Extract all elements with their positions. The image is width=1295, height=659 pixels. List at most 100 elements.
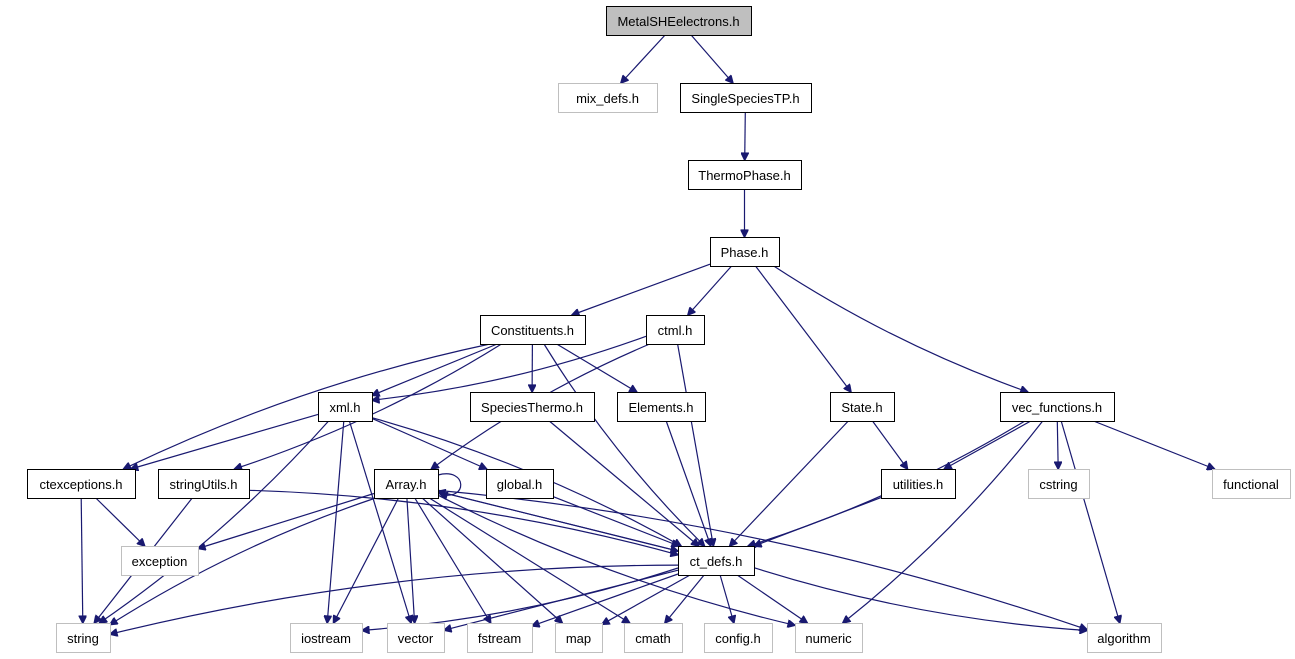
- node-label: Phase.h: [721, 245, 769, 260]
- edge-ct_defs-to-Array: [438, 491, 679, 552]
- node-box: [374, 469, 439, 499]
- node-ctml[interactable]: ctml.h: [646, 315, 705, 345]
- node-label: config.h: [715, 631, 761, 646]
- edge-Array-to-Array: [437, 473, 462, 495]
- edge-ctexceptions-to-string: [81, 497, 83, 623]
- edge-Array-to-numeric: [437, 494, 795, 625]
- edge-MetalSHEelectrons-to-SingleSpeciesTP: [690, 34, 733, 83]
- node-SpeciesThermo[interactable]: SpeciesThermo.h: [470, 392, 595, 422]
- node-algorithm: algorithm: [1087, 623, 1162, 653]
- node-box: [56, 623, 111, 653]
- node-box: [710, 237, 780, 267]
- node-Phase[interactable]: Phase.h: [710, 237, 780, 267]
- node-box: [121, 546, 199, 576]
- node-label: global.h: [497, 477, 543, 492]
- node-box: [290, 623, 363, 653]
- edge-ct_defs-to-numeric: [736, 574, 807, 623]
- node-ThermoPhase[interactable]: ThermoPhase.h: [688, 160, 802, 190]
- node-box: [704, 623, 773, 653]
- node-MetalSHEelectrons[interactable]: MetalSHEelectrons.h: [606, 6, 752, 36]
- node-State[interactable]: State.h: [830, 392, 895, 422]
- node-label: Elements.h: [628, 400, 693, 415]
- edge-SingleSpeciesTP-to-ThermoPhase: [745, 111, 746, 160]
- edge-vec_functions-to-utilities: [944, 420, 1032, 469]
- edge-ctexceptions-to-exception: [95, 497, 145, 546]
- node-ct_defs[interactable]: ct_defs.h: [678, 546, 755, 576]
- edge-Array-to-cmath: [428, 497, 629, 623]
- edge-ctml-to-ct_defs: [677, 343, 714, 546]
- node-label: map: [566, 631, 591, 646]
- node-label: SpeciesThermo.h: [481, 400, 583, 415]
- node-Array[interactable]: Array.h: [374, 469, 439, 499]
- edge-Array-to-string: [110, 497, 376, 625]
- edge-ct_defs-to-config: [719, 574, 734, 623]
- node-iostream: iostream: [290, 623, 363, 653]
- edge-Array-to-iostream: [334, 497, 400, 623]
- node-ctexceptions[interactable]: ctexceptions.h: [27, 469, 136, 499]
- node-box: [606, 6, 752, 36]
- node-box: [387, 623, 445, 653]
- node-label: xml.h: [329, 400, 360, 415]
- node-box: [27, 469, 136, 499]
- node-box: [558, 83, 658, 113]
- node-vec_functions[interactable]: vec_functions.h: [1000, 392, 1115, 422]
- node-label: vector: [398, 631, 434, 646]
- edge-xml-to-iostream: [327, 420, 345, 623]
- edge-ct_defs-to-vector: [444, 569, 679, 630]
- edge-Array-to-vector: [406, 497, 415, 623]
- edge-Array-to-exception: [198, 492, 375, 549]
- node-box: [318, 392, 373, 422]
- node-box: [646, 315, 705, 345]
- node-label: functional: [1223, 477, 1279, 492]
- edge-Phase-to-vec_functions: [773, 265, 1028, 392]
- node-vector: vector: [387, 623, 445, 653]
- node-box: [795, 623, 863, 653]
- node-label: mix_defs.h: [576, 91, 639, 106]
- node-Elements[interactable]: Elements.h: [617, 392, 706, 422]
- edge-vec_functions-to-numeric: [843, 420, 1044, 623]
- node-cstring: cstring: [1028, 469, 1090, 499]
- node-stringUtils[interactable]: stringUtils.h: [158, 469, 250, 499]
- node-box: [480, 315, 586, 345]
- edge-global-to-ct_defs: [552, 496, 679, 546]
- node-mix_defs: mix_defs.h: [558, 83, 658, 113]
- edge-Phase-to-State: [755, 265, 852, 392]
- node-xml[interactable]: xml.h: [318, 392, 373, 422]
- node-global[interactable]: global.h: [486, 469, 554, 499]
- node-Constituents[interactable]: Constituents.h: [480, 315, 586, 345]
- edge-utilities-to-ct_defs: [754, 497, 882, 546]
- node-label: ct_defs.h: [690, 554, 743, 569]
- node-label: MetalSHEelectrons.h: [617, 14, 739, 29]
- node-config: config.h: [704, 623, 773, 653]
- node-label: string: [67, 631, 99, 646]
- node-box: [158, 469, 250, 499]
- edge-xml-to-string: [99, 420, 330, 623]
- node-string: string: [56, 623, 111, 653]
- node-box: [678, 546, 755, 576]
- edge-Phase-to-Constituents: [572, 263, 711, 315]
- node-map: map: [555, 623, 603, 653]
- node-box: [555, 623, 603, 653]
- edge-Constituents-to-ctexceptions: [124, 343, 491, 469]
- node-utilities[interactable]: utilities.h: [881, 469, 956, 499]
- edge-ct_defs-to-fstream: [532, 573, 679, 626]
- node-label: ThermoPhase.h: [698, 168, 791, 183]
- edge-State-to-ct_defs: [730, 420, 849, 546]
- node-box: [680, 83, 812, 113]
- node-label: Constituents.h: [491, 323, 574, 338]
- node-SingleSpeciesTP[interactable]: SingleSpeciesTP.h: [680, 83, 812, 113]
- node-fstream: fstream: [467, 623, 533, 653]
- node-label: Array.h: [386, 477, 427, 492]
- node-label: algorithm: [1097, 631, 1150, 646]
- node-cmath: cmath: [624, 623, 683, 653]
- edge-ctml-to-xml: [372, 335, 647, 400]
- edge-ct_defs-to-cmath: [665, 574, 705, 623]
- node-label: vec_functions.h: [1012, 400, 1102, 415]
- node-box: [470, 392, 595, 422]
- node-box: [830, 392, 895, 422]
- node-box: [1087, 623, 1162, 653]
- node-box: [617, 392, 706, 422]
- edge-ct_defs-to-algorithm: [753, 567, 1087, 631]
- node-box: [1000, 392, 1115, 422]
